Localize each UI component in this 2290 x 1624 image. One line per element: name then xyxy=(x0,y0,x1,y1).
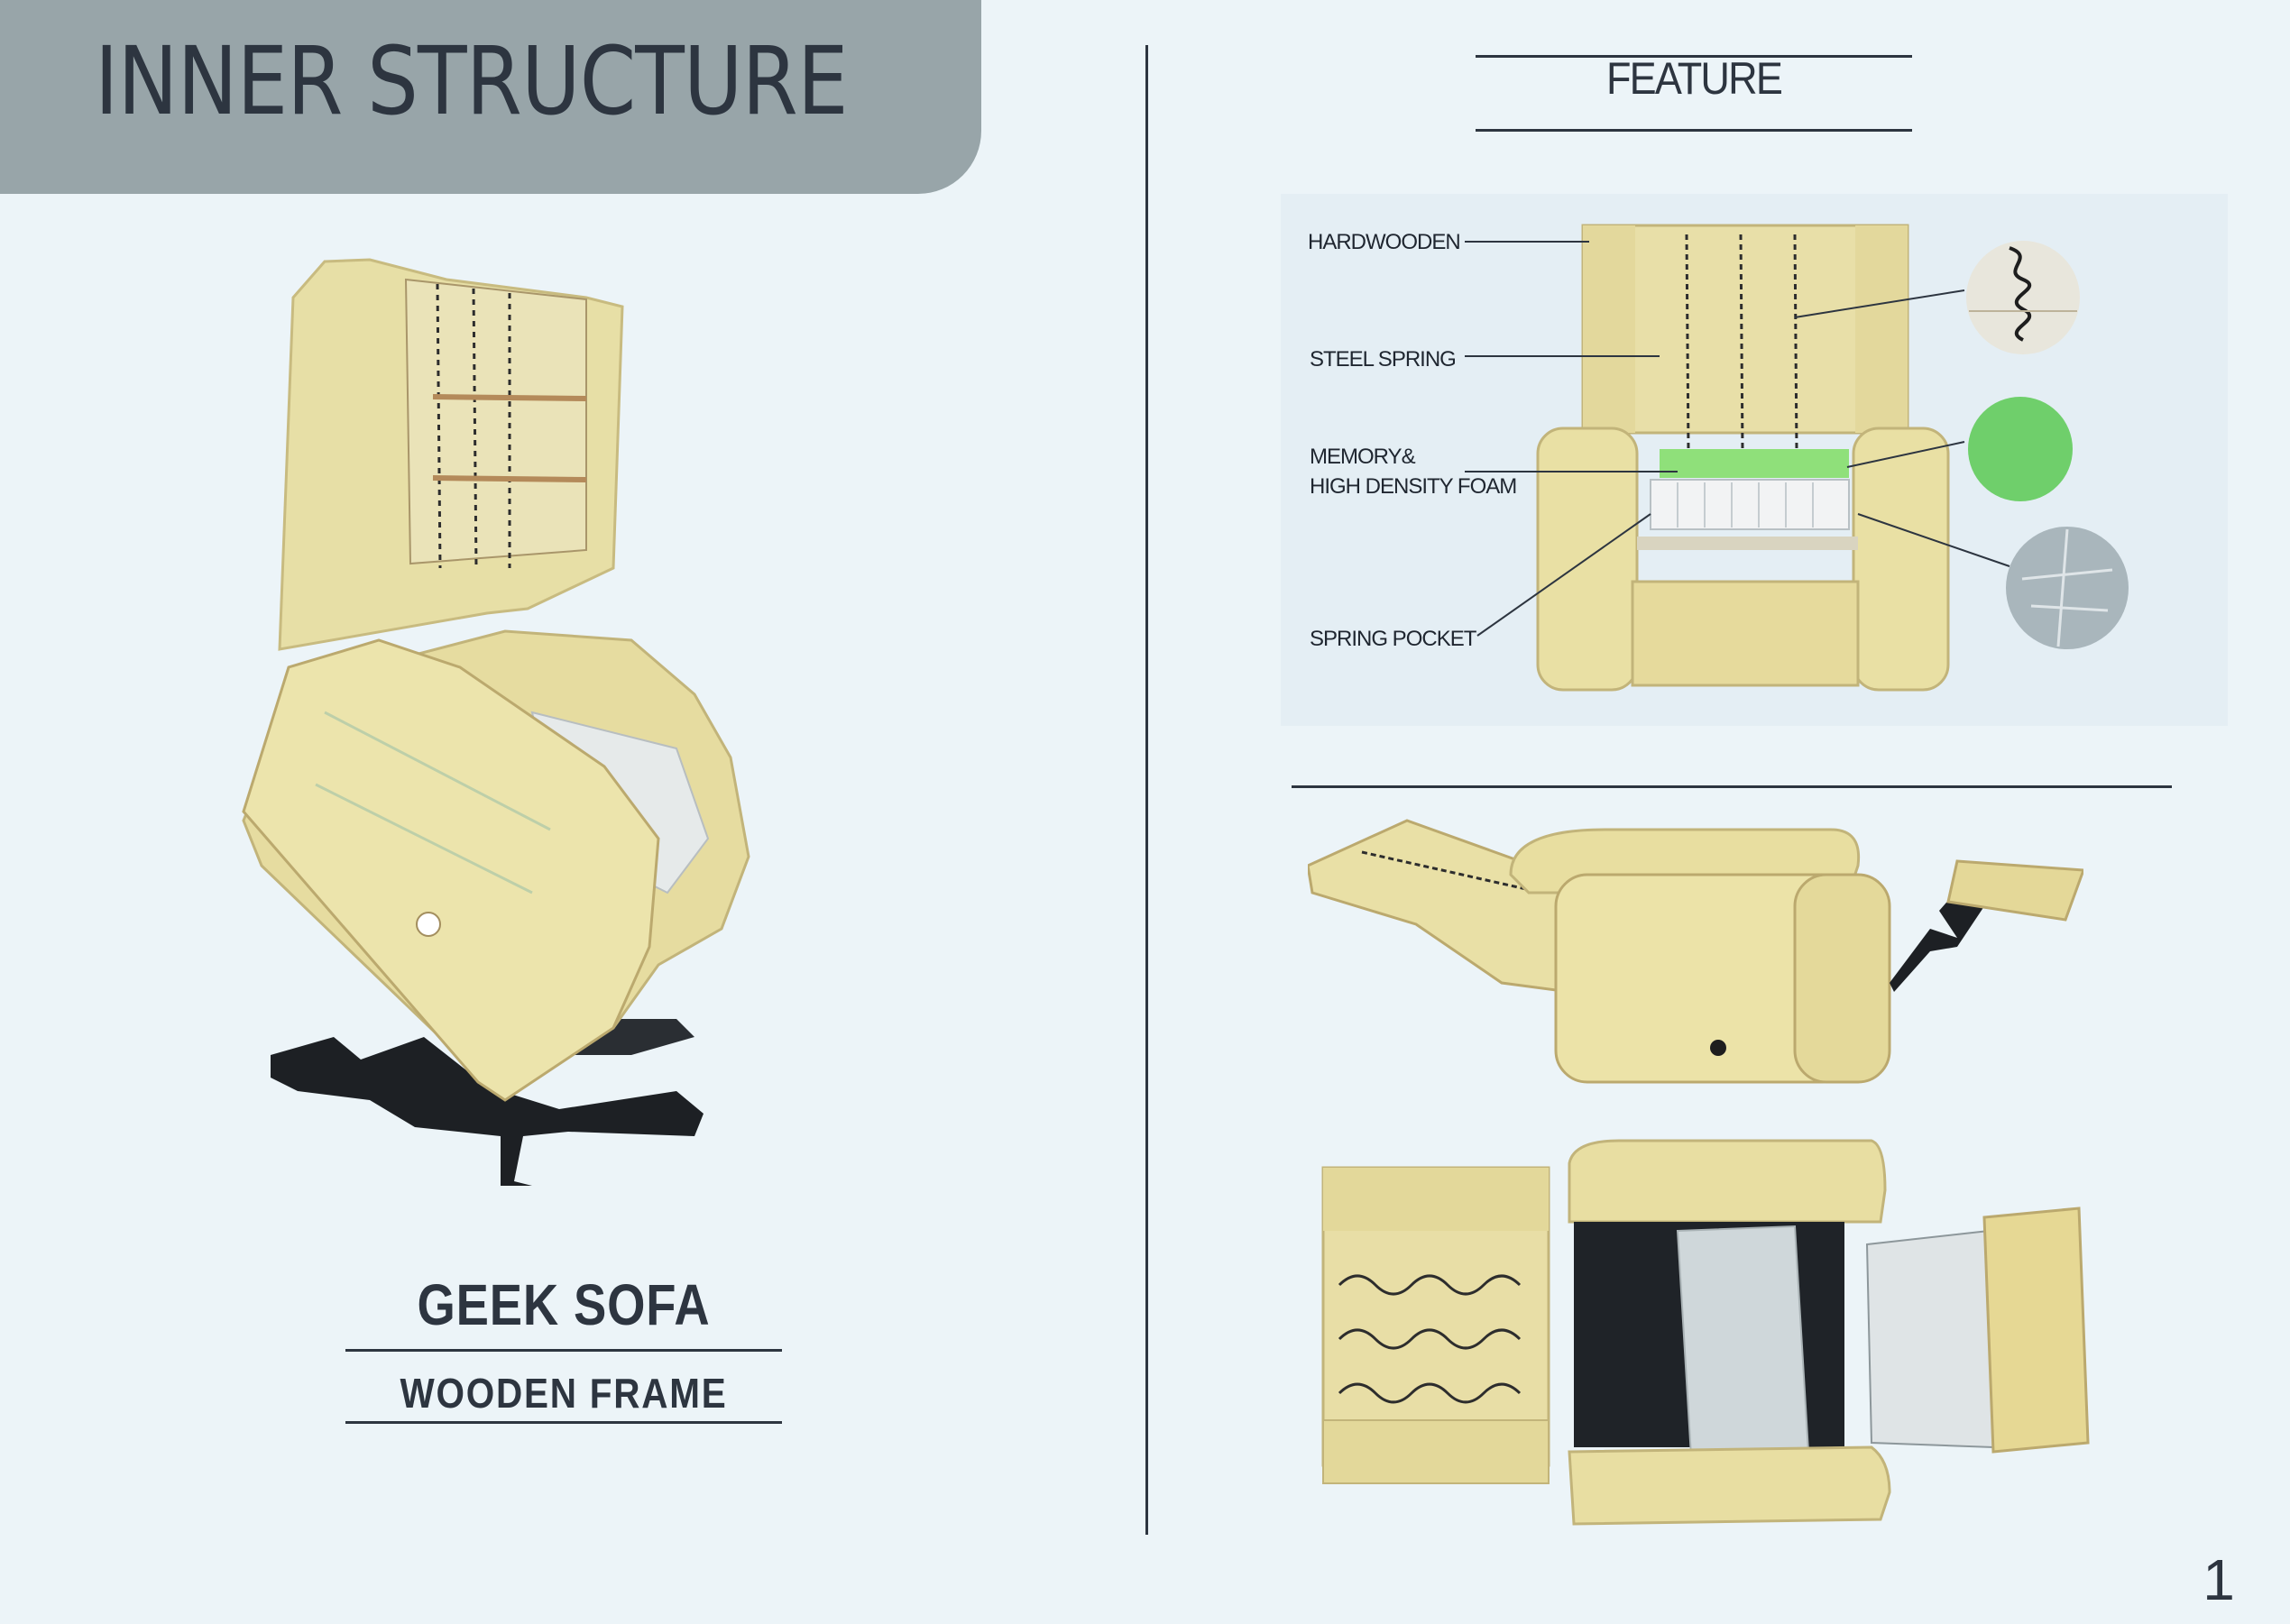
section-separator xyxy=(1292,785,2172,788)
callout-steel-spring: STEEL SPRING xyxy=(1310,347,1457,372)
product-subtitle: WOODEN FRAME xyxy=(400,1370,728,1417)
product-name-rule xyxy=(345,1349,782,1352)
spring-pocket-swatch xyxy=(2006,527,2129,649)
reclined-top-photo xyxy=(1321,1139,2090,1526)
sofa-frame-lift-photo xyxy=(242,258,750,1186)
steel-spring-swatch xyxy=(1966,241,2080,354)
header-banner xyxy=(0,0,981,194)
product-name: GEEK SOFA xyxy=(417,1272,711,1337)
foam-swatch xyxy=(1968,397,2073,501)
vertical-divider xyxy=(1145,45,1148,1535)
product-subtitle-rule xyxy=(345,1421,782,1424)
callout-leader-lines xyxy=(1465,241,2010,637)
page-number: 1 xyxy=(2203,1547,2235,1612)
page-title: INNER STRUCTURE xyxy=(95,26,848,136)
feature-rule-top xyxy=(1476,55,1912,58)
feature-chair-photo xyxy=(1536,224,1950,692)
callout-hardwooden: HARDWOODEN xyxy=(1308,230,1461,254)
reclined-side-photo xyxy=(1308,819,2083,1084)
callout-foam-line2: HIGH DENSITY FOAM xyxy=(1310,474,1517,499)
feature-rule-bottom xyxy=(1476,129,1912,132)
feature-heading: FEATURE xyxy=(1605,53,1783,104)
callout-spring-pocket: SPRING POCKET xyxy=(1310,627,1476,651)
callout-foam-line1: MEMORY& xyxy=(1310,445,1416,469)
